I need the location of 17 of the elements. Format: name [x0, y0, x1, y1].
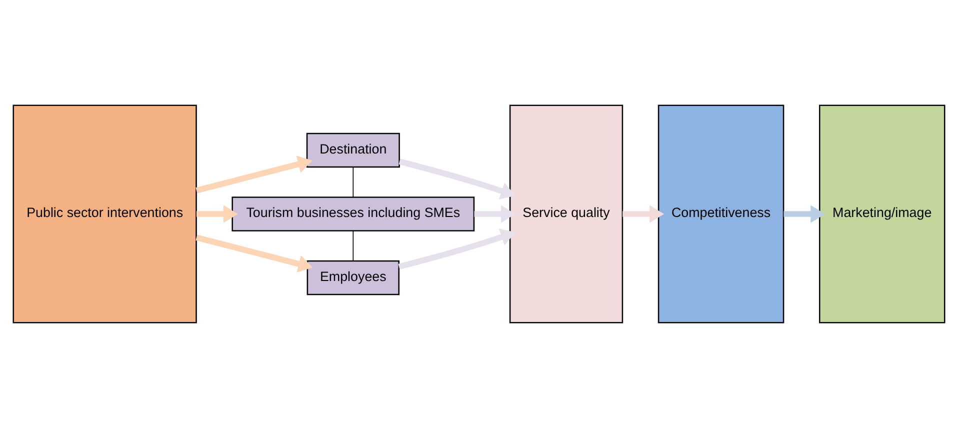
node-box: Employees — [306, 260, 400, 295]
arrow — [196, 204, 238, 222]
node-box: Service quality — [509, 104, 624, 323]
connector — [352, 166, 354, 197]
arrow — [196, 155, 312, 193]
arrow — [784, 204, 826, 222]
arrow — [474, 204, 516, 222]
node-box: Marketing/image — [818, 104, 946, 323]
connector — [352, 230, 354, 261]
node-box: Competitiveness — [658, 104, 784, 323]
arrow — [196, 234, 313, 272]
arrow — [398, 158, 516, 199]
arrow — [622, 204, 664, 222]
node-box: Public sector interventions — [12, 104, 197, 323]
arrow — [398, 228, 516, 270]
node-box: Destination — [306, 132, 400, 168]
node-box: Tourism businesses including SMEs — [232, 196, 475, 231]
